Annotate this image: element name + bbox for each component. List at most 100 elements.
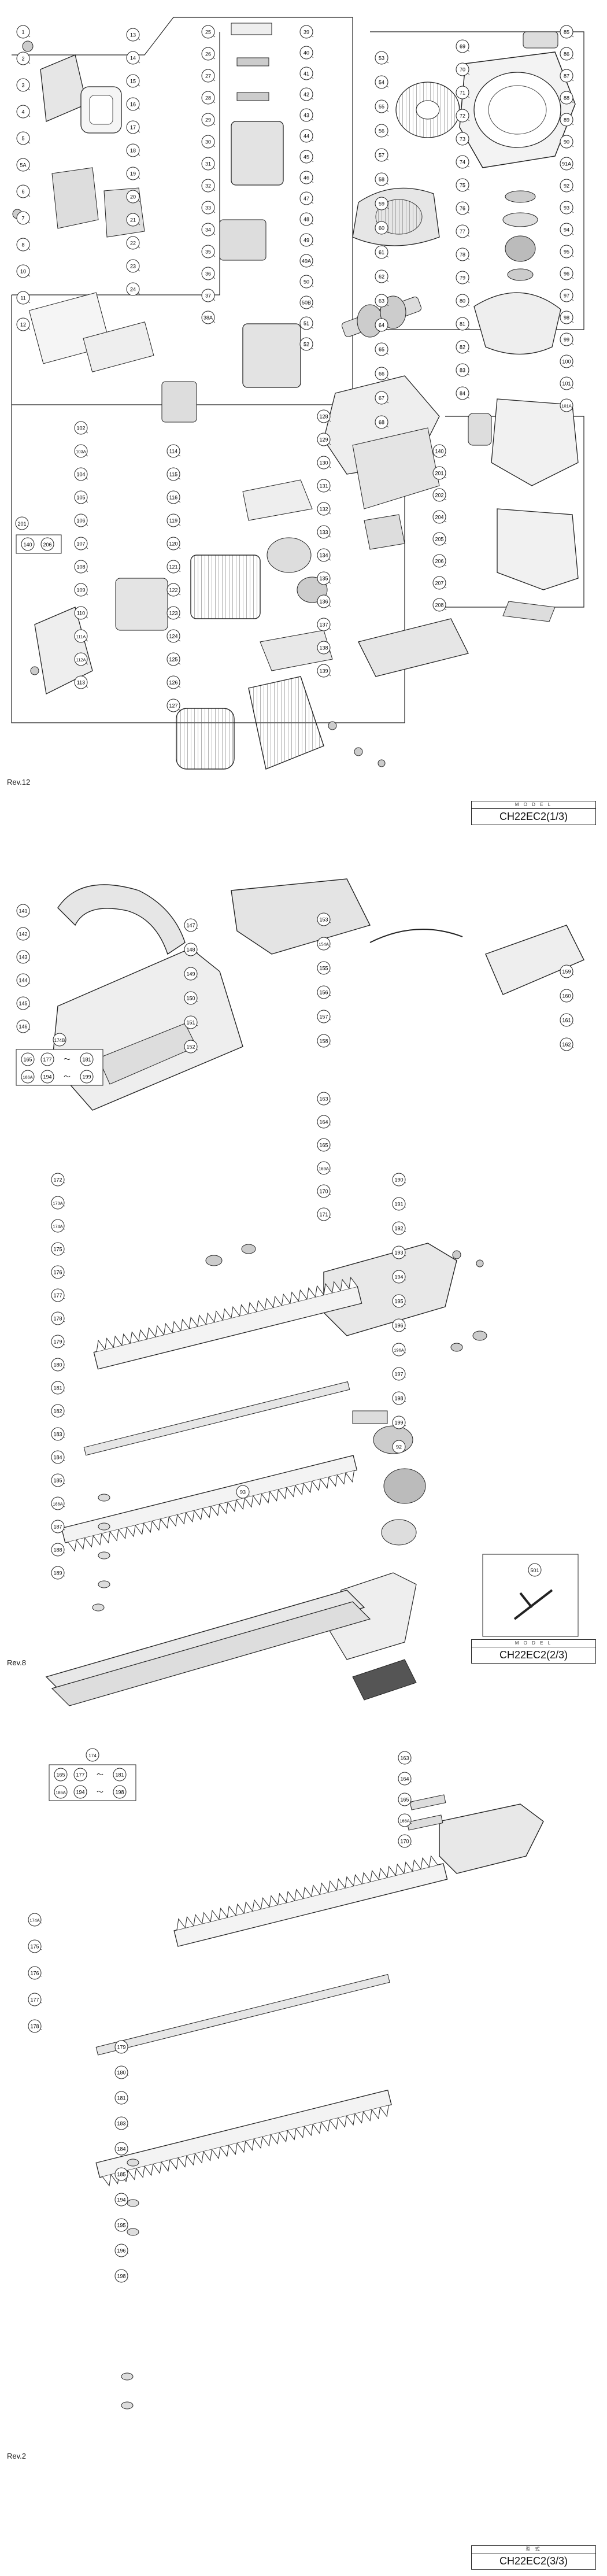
callout-number: 123 xyxy=(169,611,177,616)
fuel-tank xyxy=(468,398,579,622)
callout-number: 138 xyxy=(319,645,328,651)
callout-circle xyxy=(317,1184,331,1198)
callout-number: 50B xyxy=(302,300,311,306)
callout-circle xyxy=(126,51,140,65)
callout-number: 99 xyxy=(564,337,569,343)
callout-group-sheet-2: 1411421431441451461471481491501511521531… xyxy=(16,904,574,1580)
callout-circle xyxy=(51,1335,65,1348)
callout-number: 51 xyxy=(304,321,309,327)
callout-circle xyxy=(456,294,469,308)
model-code: CH22EC2(3/3) xyxy=(499,2555,568,2567)
callout-circle xyxy=(560,1013,573,1027)
callout-number: 41 xyxy=(304,71,309,77)
callout-number: 112A xyxy=(76,657,86,663)
callout-circle xyxy=(456,132,469,146)
group-box: 140 206 201 xyxy=(15,516,62,554)
callout-circle xyxy=(299,46,313,60)
callout-circle xyxy=(16,264,30,278)
callout-circle xyxy=(398,1813,412,1827)
callout-circle xyxy=(560,69,573,83)
callout-circle xyxy=(201,311,215,324)
blade-lower xyxy=(95,2089,392,2187)
air-cleaner xyxy=(28,54,154,372)
callout-number: 198 xyxy=(394,1396,403,1402)
kit-callout-circle xyxy=(40,1070,54,1084)
callout-number: 48 xyxy=(304,217,309,223)
callout-circle xyxy=(126,120,140,134)
gear-case xyxy=(358,514,469,677)
callout-circle xyxy=(201,179,215,193)
callout-circle xyxy=(456,386,469,400)
callout-circle xyxy=(317,1207,331,1221)
callout-number: 71 xyxy=(460,90,465,96)
callout-circle xyxy=(375,124,388,138)
callout-circle xyxy=(184,991,198,1005)
callout-number: 47 xyxy=(304,196,309,202)
range-tilde: ～ xyxy=(64,1073,71,1081)
kit-callout-circle xyxy=(113,1768,127,1782)
callout-number: 1 xyxy=(21,29,24,35)
callout-circle xyxy=(299,212,313,226)
callout-number: 159 xyxy=(562,969,571,975)
muffler xyxy=(176,630,333,770)
callout-circle xyxy=(16,973,30,987)
kit-callout-number: 186A xyxy=(55,1790,66,1795)
callout-number: 202 xyxy=(435,493,443,498)
callout-number: 28 xyxy=(205,95,211,101)
callout-circle xyxy=(392,1270,406,1284)
callout-circle xyxy=(560,201,573,215)
callout-number: 171 xyxy=(319,1212,328,1218)
callout-number: 131 xyxy=(319,483,328,489)
callout-circle xyxy=(166,606,180,620)
callout-circle xyxy=(560,376,573,390)
callout-number: 5 xyxy=(21,136,24,142)
callout-circle xyxy=(375,197,388,210)
callout-number: 5A xyxy=(20,162,26,168)
callout-circle xyxy=(16,996,30,1010)
callout-number: 151 xyxy=(186,1020,195,1026)
callout-number: 125 xyxy=(169,657,177,663)
callout-circle xyxy=(166,583,180,597)
callout-circle xyxy=(317,937,331,951)
model-title-block: M O D E L CH22EC2(2/3) xyxy=(471,1639,596,1664)
callout-circle xyxy=(560,398,573,412)
callout-number: 146 xyxy=(18,1024,27,1030)
callout-circle xyxy=(299,337,313,351)
callout-number: 46 xyxy=(304,175,309,181)
gear-case-upper xyxy=(406,1794,544,1874)
callout-number: 197 xyxy=(394,1372,403,1377)
callout-number: 155 xyxy=(319,966,328,971)
callout-circle xyxy=(114,2040,128,2054)
callout-number: 49A xyxy=(302,258,311,264)
callout-circle xyxy=(28,1939,42,1953)
callout-circle xyxy=(317,985,331,999)
callout-number: 141 xyxy=(18,908,27,914)
callout-number: 89 xyxy=(564,117,569,123)
callout-number: 157 xyxy=(319,1014,328,1020)
callout-circle xyxy=(166,537,180,550)
callout-number: 180 xyxy=(53,1362,62,1368)
callout-circle xyxy=(392,1197,406,1211)
callout-number: 186A xyxy=(53,1502,63,1507)
kit-callout-number: 181 xyxy=(115,1772,124,1778)
callout-circle xyxy=(398,1793,412,1806)
callout-number: 32 xyxy=(205,183,211,189)
crankshaft xyxy=(341,295,422,338)
callout-circle xyxy=(166,490,180,504)
callout-circle xyxy=(16,211,30,225)
kit-callout-number: 177 xyxy=(76,1772,84,1778)
callout-circle xyxy=(560,157,573,171)
callout-circle xyxy=(74,629,88,643)
callout-circle xyxy=(201,47,215,61)
callout-circle xyxy=(375,51,388,65)
callout-number: 34 xyxy=(205,227,211,233)
callout-number: 192 xyxy=(394,1226,403,1232)
callout-number: 147 xyxy=(186,923,195,929)
callout-number: 18 xyxy=(130,148,136,154)
callout-circle xyxy=(28,1966,42,1980)
callout-number: 201 xyxy=(435,471,443,476)
kit-callout-circle xyxy=(80,1070,94,1084)
callout-circle xyxy=(560,289,573,302)
callout-number: 97 xyxy=(564,293,569,299)
kit-callout-circle xyxy=(73,1785,87,1799)
